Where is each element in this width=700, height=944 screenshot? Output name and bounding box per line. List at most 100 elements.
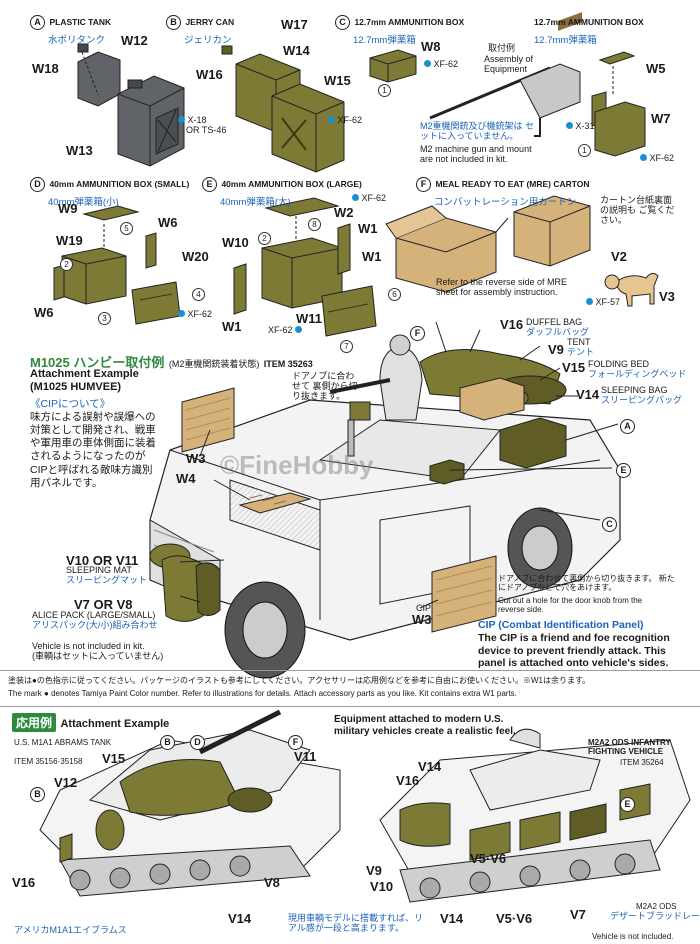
abrams-en: U.S. M1A1 ABRAMS TANK — [14, 738, 112, 747]
divider-footer-top — [0, 670, 700, 671]
humvee-e-marker: E — [616, 460, 631, 478]
paint-dot-icon — [352, 194, 359, 201]
section-b-header: B JERRY CAN ジェリカン — [166, 12, 234, 48]
section-a-title-jp: 水ポリタンク — [48, 35, 106, 46]
num-2-e-text: 2 — [258, 232, 271, 245]
paint-dot-icon — [178, 310, 185, 317]
tent-jp: テント — [567, 346, 595, 357]
bed-labels: FOLDING BED フォールディングベッド — [588, 359, 686, 380]
label-v9-b: V9 — [366, 863, 382, 878]
bottom-header: 応用例 Attachment Example — [12, 713, 169, 732]
label-v5v6-b2: V5·V6 — [496, 911, 533, 926]
bottom-f-marker: F — [288, 734, 303, 750]
paint-ts46: OR TS-46 — [186, 125, 227, 135]
paint-xf62-c2: XF-62 — [640, 153, 675, 164]
paint-xf62-e2-text: XF-62 — [268, 325, 293, 335]
num-5: 5 — [120, 218, 133, 236]
equip-jp: 現用車輌モデルに搭載すれば、リアル感が一段と高まります。 — [288, 913, 424, 933]
label-v10-or-v11: V10 OR V11 — [66, 553, 139, 568]
cip-jp-body: 味方による誤射や誤爆への対策として開発され、戦車や軍用車の車体側面に装着されるよ… — [30, 411, 156, 489]
num-7: 7 — [340, 336, 353, 354]
humvee-title-row: M1025 ハンビー取付例 (M2重機関銃装着状態) ITEM 35263 — [30, 352, 313, 372]
label-v16-h: V16 — [500, 317, 524, 332]
humvee-f-marker: F — [410, 323, 425, 341]
humvee-f-letter: F — [410, 326, 425, 341]
label-w20: W20 — [182, 249, 209, 264]
humvee-model-en: (M1025 HUMVEE) — [30, 380, 122, 393]
label-w13: W13 — [66, 143, 93, 158]
ammo-box-e-drawing — [233, 197, 377, 337]
bottom-b2-letter: B — [30, 787, 45, 802]
divider-bottom-section — [0, 706, 700, 707]
paint-xf62-e2: XF-62 — [268, 325, 303, 336]
paint-dot-icon — [295, 326, 303, 333]
mre-note-en: Refer to the reverse side of MRE sheet f… — [436, 277, 568, 297]
label-w4: W4 — [176, 471, 196, 486]
paint-xf62-c2-text: XF-62 — [649, 153, 675, 163]
m2a2-jp-b: デザートブラッドレー — [610, 911, 700, 921]
m2a2-jp-a: M2A2 ODS — [636, 902, 677, 911]
section-f-title: MEAL READY TO EAT (MRE) CARTON — [435, 179, 590, 189]
label-w1-e1: W1 — [358, 221, 378, 236]
section-c-title: 12.7mm AMMUNITION BOX — [354, 17, 465, 27]
bottom-b-marker: B — [160, 734, 175, 750]
label-w10: W10 — [222, 235, 249, 250]
paint-dot-icon — [178, 116, 185, 123]
ammo-box-d-drawing — [53, 205, 181, 325]
label-w8: W8 — [421, 39, 441, 54]
label-v14-b1: V14 — [228, 911, 252, 926]
label-w3-h2: W3 — [412, 612, 432, 627]
section-d-title-jp: 40mm弾薬箱(小) — [48, 197, 119, 208]
cip-jp-head: 《CIPについて》 — [30, 398, 111, 410]
label-w14: W14 — [283, 43, 310, 58]
paint-x18-text: X-18 — [187, 115, 207, 125]
bradley-drawing — [379, 728, 691, 903]
duffel-jp: ダッフルバッグ — [526, 326, 590, 337]
mg-note-jp: M2重機関銃及び機銃架は セットに入っていません。 — [420, 121, 535, 141]
section-c-title-jp: 12.7mm弾薬箱 — [353, 35, 416, 46]
footer-jp: 塗装は●の色指示に従ってください。パッケージのイラストも参考にしてください。アク… — [8, 676, 591, 685]
label-w5: W5 — [646, 61, 666, 76]
label-w2: W2 — [334, 205, 354, 220]
alice-en: ALICE PACK (LARGE/SMALL) — [32, 610, 156, 620]
paint-dot-icon — [424, 60, 431, 67]
label-v10-b: V10 — [370, 879, 394, 894]
section-e-letter: E — [202, 177, 217, 192]
label-w12: W12 — [121, 33, 148, 48]
mat-jp: スリーピングマット — [66, 575, 148, 585]
section-b-title: JERRY CAN — [185, 17, 235, 27]
label-v16-b1: V16 — [12, 875, 36, 890]
mre-carton-drawing — [385, 12, 659, 307]
label-v7: V7 — [570, 907, 586, 922]
label-w6-d2: W6 — [34, 305, 54, 320]
num-2-e: 2 — [258, 228, 271, 246]
section-c-letter: C — [335, 15, 350, 30]
label-v5v6: V5·V6 — [470, 851, 507, 866]
paint-xf57: XF-57 — [586, 297, 620, 308]
label-w6-d1: W6 — [158, 215, 178, 230]
humvee-attach-en: Attachment Example — [30, 368, 139, 380]
section-d-header: D 40mm AMMUNITION BOX (SMALL) 40mm弾薬箱(小) — [30, 174, 189, 210]
sleep-labels: SLEEPING BAG スリーピングバッグ — [601, 385, 682, 406]
assembly-jp: 取付例 — [488, 43, 516, 53]
sleep-en: SLEEPING BAG — [601, 385, 668, 395]
num-1-c2-text: 1 — [578, 144, 591, 157]
section-a-letter: A — [30, 15, 45, 30]
humvee-not-incl-en: Vehicle is not included in kit. — [32, 641, 145, 651]
cip-label: CIP — [416, 603, 432, 613]
section-c2-title: 12.7mm AMMUNITION BOX — [534, 17, 644, 27]
num-4-text: 4 — [192, 288, 205, 301]
section-f-letter: F — [416, 177, 431, 192]
section-b-title-jp: ジェリカン — [184, 35, 232, 46]
label-w18: W18 — [32, 61, 59, 76]
bottom-d-marker: D — [190, 734, 205, 750]
section-c2-title-jp: 12.7mm弾薬箱 — [534, 35, 597, 46]
m2a2-en: M2A2 ODS INFANTRY FIGHTING VEHICLE — [588, 738, 671, 757]
paint-xf62-e1-text: XF-62 — [361, 193, 387, 203]
label-w3-h1: W3 — [186, 451, 206, 466]
section-d-title: 40mm AMMUNITION BOX (SMALL) — [49, 179, 190, 189]
jerry-can-drawing — [221, 45, 345, 173]
cip-en-head: CIP (Combat Identification Panel) — [478, 619, 644, 631]
num-6-text: 6 — [388, 288, 401, 301]
bottom-d-letter: D — [190, 735, 205, 750]
